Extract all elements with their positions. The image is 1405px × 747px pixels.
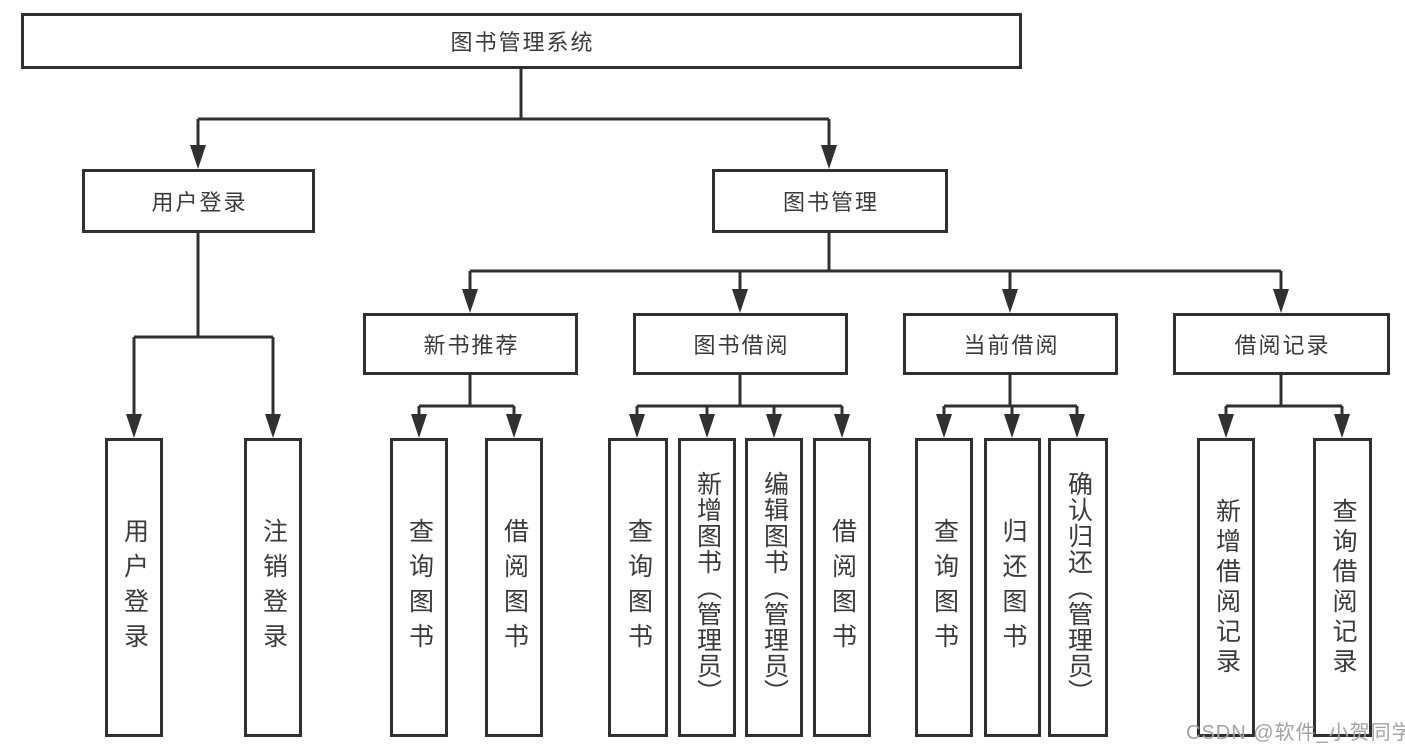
node-user-login: 用户登录 — [82, 169, 315, 233]
node-borrow-records-label: 借阅记录 — [1234, 333, 1331, 358]
leaf-user-login-label: 用户登录 — [120, 517, 149, 658]
node-user-login-label: 用户登录 — [151, 190, 248, 215]
arrowhead-icon — [766, 414, 782, 438]
connector-new-book-leaves — [417, 375, 516, 422]
node-borrow-records: 借阅记录 — [1173, 313, 1390, 375]
connector-book-mgmt-level3 — [468, 233, 1283, 296]
node-book-management-label: 图书管理 — [782, 190, 879, 215]
node-book-borrow: 图书借阅 — [633, 313, 848, 375]
arrowhead-icon — [190, 145, 206, 169]
connector-borrow-records-leaves — [1224, 375, 1344, 422]
arrowhead-icon — [1273, 289, 1289, 313]
leaf-current-query-books: 查询图书 — [915, 438, 973, 737]
leaf-recommend-borrow-books: 借阅图书 — [485, 438, 543, 737]
leaf-user-login: 用户登录 — [105, 438, 163, 737]
arrowhead-icon — [126, 414, 142, 438]
leaf-add-borrow-record: 新增借阅记录 — [1197, 438, 1255, 737]
leaf-add-books-admin: 新增图书（管理员） — [678, 438, 736, 737]
arrowhead-icon — [821, 145, 837, 169]
node-current-borrow: 当前借阅 — [903, 313, 1118, 375]
csdn-watermark: CSDN @软件_小贺同学 — [1186, 722, 1405, 744]
arrowhead-icon — [1218, 414, 1234, 438]
leaf-query-borrow-record-label: 查询借阅记录 — [1329, 497, 1357, 678]
connector-user-login-leaves — [132, 233, 275, 422]
leaf-current-query-books-label: 查询图书 — [930, 517, 959, 658]
arrowhead-icon — [1069, 414, 1085, 438]
leaf-recommend-query-books: 查询图书 — [390, 438, 448, 737]
arrowhead-icon — [834, 414, 850, 438]
node-new-book-recommend: 新书推荐 — [363, 313, 578, 375]
leaf-return-books-label: 归还图书 — [999, 517, 1027, 658]
node-new-book-recommend-label: 新书推荐 — [423, 333, 520, 358]
leaf-recommend-borrow-books-label: 借阅图书 — [500, 517, 529, 658]
connector-book-borrow-leaves — [635, 375, 844, 422]
leaf-add-books-admin-label: 新增图书（管理员） — [693, 470, 722, 705]
node-root-label: 图书管理系统 — [450, 30, 595, 55]
leaf-logout: 注销登录 — [244, 438, 302, 737]
leaf-confirm-return-admin: 确认归还（管理员） — [1048, 438, 1108, 737]
arrowhead-icon — [1004, 414, 1020, 438]
arrowhead-icon — [462, 289, 478, 313]
arrowhead-icon — [732, 289, 748, 313]
leaf-recommend-query-books-label: 查询图书 — [405, 517, 434, 658]
arrowhead-icon — [506, 414, 522, 438]
leaf-return-books: 归还图书 — [984, 438, 1041, 737]
leaf-borrow-query-books-label: 查询图书 — [624, 517, 653, 658]
connector-root-level2 — [196, 69, 831, 150]
leaf-add-borrow-record-label: 新增借阅记录 — [1212, 497, 1241, 678]
node-current-borrow-label: 当前借阅 — [963, 333, 1060, 358]
node-book-management: 图书管理 — [712, 169, 948, 233]
arrowhead-icon — [936, 414, 952, 438]
leaf-borrow-books: 借阅图书 — [813, 438, 871, 737]
node-book-borrow-label: 图书借阅 — [693, 333, 790, 358]
leaf-edit-books-admin: 编辑图书（管理员） — [745, 438, 803, 737]
arrowhead-icon — [699, 414, 715, 438]
arrowhead-icon — [411, 414, 427, 438]
arrowhead-icon — [629, 414, 645, 438]
leaf-borrow-books-label: 借阅图书 — [828, 517, 857, 658]
arrowhead-icon — [265, 414, 281, 438]
arrowhead-icon — [1334, 414, 1350, 438]
leaf-logout-label: 注销登录 — [259, 517, 288, 658]
leaf-edit-books-admin-label: 编辑图书（管理员） — [760, 470, 789, 705]
leaf-confirm-return-admin-label: 确认归还（管理员） — [1064, 470, 1093, 705]
leaf-query-borrow-record: 查询借阅记录 — [1313, 438, 1372, 737]
node-root: 图书管理系统 — [21, 13, 1022, 69]
arrowhead-icon — [1002, 289, 1018, 313]
leaf-borrow-query-books: 查询图书 — [608, 438, 668, 737]
